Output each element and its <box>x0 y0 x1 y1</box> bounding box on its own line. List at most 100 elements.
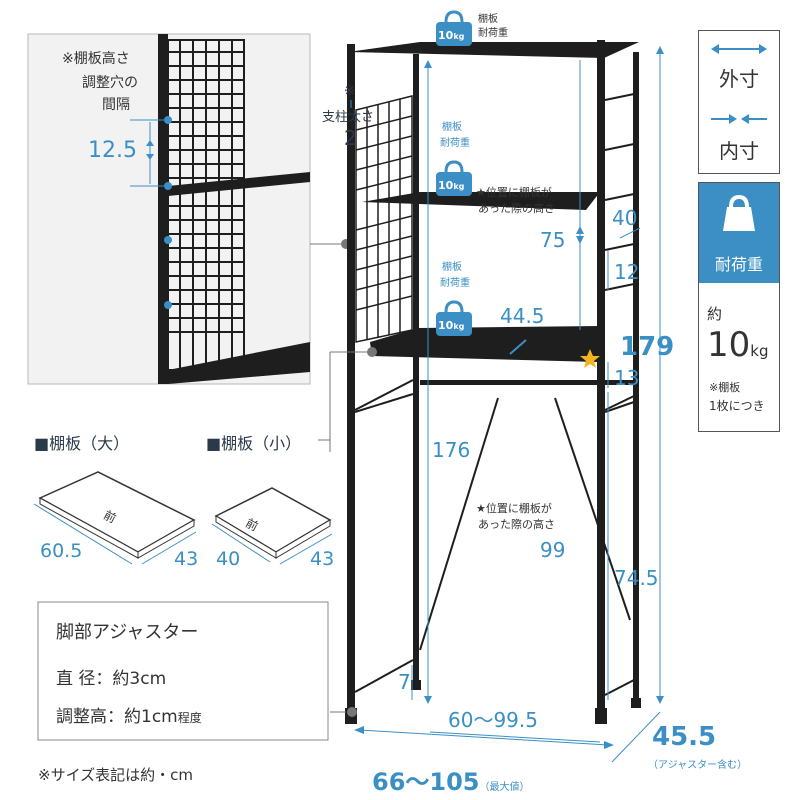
dim-179: 179 <box>620 332 675 362</box>
interval-note-line1: ※棚板高さ <box>62 51 130 67</box>
load-note-2: 1枚につき <box>709 399 765 413</box>
interval-note-line3: 間隔 <box>102 97 130 113</box>
shelf-small-title: ■棚板（小） <box>206 434 302 453</box>
dimension-arrow-heads <box>354 46 664 749</box>
hanging-bar <box>420 380 634 385</box>
adjuster-diameter: 直 径：約3cm <box>56 664 166 689</box>
star-icon <box>580 349 600 368</box>
weight-tag-mid-label2: 耐荷重 <box>440 138 470 149</box>
adjuster-diameter-value: ：約3cm <box>95 669 167 689</box>
size-footnote: ※サイズ表記は約・cm <box>38 766 193 784</box>
adjuster-leader-dot <box>347 707 357 717</box>
weight-tag-top-value: 10kg <box>438 29 464 42</box>
rack-shelf-middle <box>362 192 600 210</box>
pillar-note-value: 2 <box>344 126 357 150</box>
weight-tag-low-label2: 耐荷重 <box>440 278 470 289</box>
inset-shelf-lower <box>168 342 310 384</box>
interval-note-line2: 調整穴の <box>82 75 138 91</box>
dim-45-5-note: （アジャスター含む） <box>648 760 748 771</box>
load-approx: 約 <box>707 305 723 323</box>
star-note-lower-2: あった際の高さ <box>478 518 555 531</box>
brace-right <box>554 397 631 621</box>
dim-45-5: 45.5 <box>652 722 717 752</box>
shelf-small-width: 40 <box>216 548 241 570</box>
shelf-large-title: ■棚板（大） <box>34 434 130 453</box>
dim-40: 40 <box>612 206 638 230</box>
weight-tag-low-unit: kg <box>453 322 465 331</box>
legend-outer-label: 外寸 <box>719 67 759 91</box>
legend-outer-inner: 外寸 内寸 <box>698 30 780 174</box>
dim-74-5: 74.5 <box>614 566 659 590</box>
rack-shelf-top <box>348 42 639 58</box>
weight-tag-mid-unit: kg <box>453 182 465 191</box>
double-arrow-outer-icon <box>711 44 767 54</box>
load-value: 10kg <box>707 325 768 365</box>
dim-176: 176 <box>432 438 471 462</box>
load-number: 10 <box>707 325 751 365</box>
dim-12: 12 <box>614 260 640 284</box>
adjuster-height-value: ：約1cm <box>107 707 178 727</box>
weight-tag-top-number: 10 <box>438 29 454 42</box>
load-header-label: 耐荷重 <box>714 255 763 274</box>
rack-frame <box>347 40 639 712</box>
adjuster-height: 調整高：約1cm程度 <box>56 702 202 727</box>
inset-mesh-panel <box>167 39 245 371</box>
adjuster-title: 脚部アジャスター <box>56 622 199 643</box>
adjuster-box <box>37 601 329 741</box>
shelf-board-large <box>38 471 196 559</box>
small-shelf-leader-dot <box>367 347 377 357</box>
weight-tag-mid-number: 10 <box>438 179 454 192</box>
shelf-large-width: 60.5 <box>40 540 83 562</box>
rack-mesh-panel <box>355 95 413 343</box>
star-note-lower-1: ★位置に棚板が <box>476 502 552 515</box>
load-note-1: ※棚板 <box>709 381 741 394</box>
weight-tag-mid-value: 10kg <box>438 179 464 192</box>
interval-arrow-head-up <box>146 140 154 146</box>
interval-value: 12.5 <box>88 138 137 163</box>
inset-shelf-upper <box>168 172 310 196</box>
small-width-dim <box>211 523 271 563</box>
pillar-note-mark: ※ <box>344 84 355 99</box>
weight-tags <box>436 10 472 336</box>
large-depth-dim <box>141 531 197 565</box>
small-depth-dim <box>279 533 333 565</box>
load-header-panel: 耐荷重 <box>699 183 779 283</box>
dim-66-105-value: 66〜105 <box>372 768 480 796</box>
pillar-note-label: 支柱太さ <box>322 110 375 125</box>
weight-tag-low-label1: 棚板 <box>442 262 462 273</box>
rack-side-rails <box>354 93 635 696</box>
large-width-dim <box>33 503 133 565</box>
weight-tag-top-unit: kg <box>453 32 465 41</box>
weight-tag-top-label2: 耐荷重 <box>478 28 508 39</box>
shelf-thickness-arrow <box>509 339 527 355</box>
weight-tag-top-label1: 棚板 <box>478 14 498 25</box>
shelf-small-depth: 43 <box>310 548 335 570</box>
adjuster-height-label: 調整高 <box>56 707 107 727</box>
inset-post <box>158 34 168 384</box>
adjuster-height-suffix: 程度 <box>177 711 202 725</box>
dim-66-105-note: （最大値） <box>479 782 530 793</box>
dim-44-5: 44.5 <box>500 304 545 328</box>
brace-left <box>419 397 499 651</box>
dim-75: 75 <box>540 228 566 252</box>
dim-66-105: 66〜105（最大値） <box>372 762 530 797</box>
shelf-large-depth: 43 <box>174 548 199 570</box>
legend-load: 耐荷重 約 10kg ※棚板 1枚につき <box>698 182 780 432</box>
dim-60-99-5: 60〜99.5 <box>448 708 538 732</box>
weight-tag-mid-label1: 棚板 <box>442 122 462 133</box>
dimension-lines <box>359 50 661 763</box>
shelf-board-small <box>214 487 332 559</box>
dim-7: 7 <box>398 670 411 694</box>
dim-99: 99 <box>540 538 566 562</box>
weight-tag-low-number: 10 <box>438 319 454 332</box>
adjuster-diameter-label: 直 径 <box>56 669 96 689</box>
weight-tag-low-value: 10kg <box>438 319 464 332</box>
star-note-upper-1: ★位置に棚板が <box>476 186 552 199</box>
legend-inner-label: 内寸 <box>719 139 759 163</box>
load-unit: kg <box>750 342 769 360</box>
double-arrow-inner-icon <box>711 114 767 124</box>
interval-arrow-head-down <box>146 154 154 160</box>
kettlebell-weight-icon <box>723 194 755 231</box>
dim-13: 13 <box>614 366 640 390</box>
